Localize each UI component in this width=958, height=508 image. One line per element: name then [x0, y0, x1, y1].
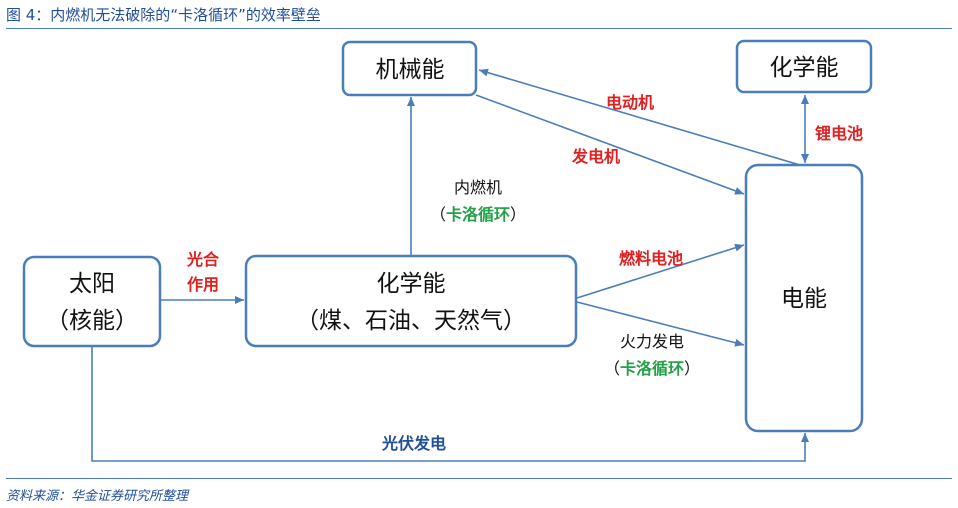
ice-label: 内燃机: [454, 178, 502, 197]
bottom-rule: [6, 478, 952, 479]
motor-arrow: [478, 68, 801, 166]
thermal-power-label: 火力发电: [620, 332, 684, 351]
thermal-carnot-label: （卡洛循环）: [604, 359, 700, 378]
fossil-fuels-label: （煤、石油、天然气）: [296, 308, 526, 334]
thermal-power-arrow: [576, 301, 745, 347]
mechanical-energy-label: 机械能: [376, 57, 445, 83]
photovoltaic-label: 光伏发电: [381, 434, 446, 453]
generator-arrow: [475, 94, 745, 195]
top-rule: [6, 28, 952, 29]
source-note: 资料来源：华金证券研究所整理: [6, 489, 189, 504]
ice-carnot-label: （卡洛循环）: [430, 205, 526, 224]
figure-caption: 图 4：内燃机无法破除的“卡洛循环”的效率壁垒: [6, 6, 321, 24]
lithium-battery-label: 锂电池: [815, 124, 863, 143]
electric-energy-box: [744, 163, 864, 433]
chemical-energy-label: 化学能: [377, 271, 446, 297]
ice-carnot-cycle: 卡洛循环: [446, 205, 510, 224]
chemical-energy-top-box: [735, 39, 873, 94]
electric-energy-label: 电能: [781, 286, 827, 312]
thermal-carnot-cycle: 卡洛循环: [620, 359, 684, 378]
photosynthesis-label-1: 光合: [186, 250, 220, 269]
photovoltaic-arrow: [91, 346, 809, 462]
motor-label: 电动机: [606, 93, 654, 112]
photosynthesis-label-2: 作用: [187, 275, 219, 294]
ice-close-paren: ）: [510, 205, 526, 224]
fuel-cell-arrow: [576, 243, 745, 299]
fuel-cell-label: 燃料电池: [619, 249, 683, 268]
ice-open-paren: （: [430, 205, 446, 224]
mechanical-energy-box: [341, 40, 478, 97]
thermal-close-paren: ）: [684, 359, 700, 378]
nuclear-label: （核能）: [46, 308, 138, 334]
sun-label: 太阳: [69, 271, 115, 297]
generator-label: 发电机: [571, 147, 620, 166]
thermal-open-paren: （: [604, 359, 620, 378]
chemical-energy-top-label: 化学能: [770, 55, 839, 81]
